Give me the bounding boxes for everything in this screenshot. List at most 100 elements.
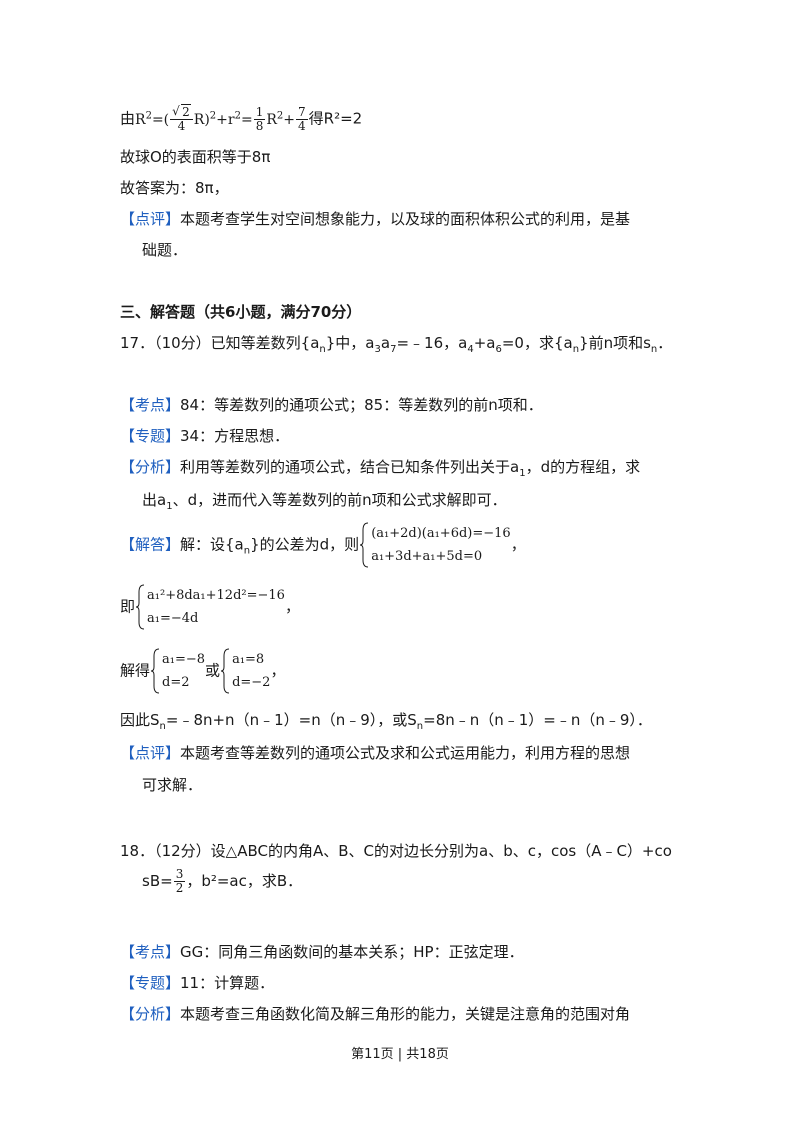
yinci-c: =8n﹣n（n﹣1）=﹣n（n﹣9）． [423,711,652,729]
eq: = [240,111,253,128]
equation-system-2: a₁²+8da₁+12d²=−16 a₁=−4d [135,584,285,630]
brace-icon [360,522,369,568]
tag-fenxi: 【分析】 [120,458,181,476]
eq-paren: =( [151,111,170,128]
text-ji: 即 [120,597,136,616]
yinci-line: 因此Sn=﹣8n+n（n﹣1）=n（n﹣9），或Sn=8n﹣n（n﹣1）=﹣n（… [120,711,652,732]
ji-line: 即 a₁²+8da₁+12d²=−16 a₁=−4d ， [120,584,300,630]
fenxi-cont-a: 出a [142,491,167,509]
fenxi-text: 利用等差数列的通项公式，结合已知条件列出关于a [180,458,520,476]
text-answer: 故答案为：8π， [120,179,229,197]
text-surface-area: 故球O的表面积等于8π [120,148,271,166]
q18-b: sB= [142,872,173,890]
plus-r: +r [216,111,235,128]
zhuanti-text: 34：方程思想． [180,427,290,445]
R-symbol: R [135,111,146,128]
sys2-row2: a₁=−4d [147,611,199,626]
dianping-text: 本题考查等差数列的通项公式及求和公式运用能力，利用方程的思想 [180,744,631,762]
question-18: 18．（12分）设△ABC的内角A、B、C的对边长分别为a、b、c，cos（A﹣… [120,842,672,860]
q17-part: 17．（10分）已知等差数列{a [120,334,320,352]
q18-c: ，b²=ac，求B． [186,872,303,890]
zhuanti-17: 【专题】34：方程思想． [120,424,289,448]
den-2: 2 [175,881,184,895]
fenxi-text-b: ，d的方程组，求 [525,458,641,476]
num-1: 1 [253,104,266,120]
brace-icon [135,584,145,630]
kaodian-text: 84：等差数列的通项公式；85：等差数列的前n项和． [180,396,543,414]
text-you: 由 [120,109,136,128]
R-symbol-2: R [266,111,277,128]
text-result: 得R²=2 [308,109,363,128]
q17-part: +a [473,334,496,352]
sys1-row2: a₁+3d+a₁+5d=0 [371,549,483,564]
text-jiede: 解得 [120,661,151,680]
comment-line: 【点评】本题考查学生对空间想象能力，以及球的面积体积公式的利用，是基 [120,207,630,231]
dianping-17: 【点评】本题考查等差数列的通项公式及求和公式运用能力，利用方程的思想 [120,741,630,765]
jieda-text-b: }的公差为d，则 [250,535,360,554]
tag-fenxi-18: 【分析】 [120,1005,181,1023]
page-footer: 第11页 | 共18页 [351,1047,449,1062]
sys1-row1: (a₁+2d)(a₁+6d)=−16 [371,526,511,541]
den-4: 4 [177,118,186,133]
zhuanti-18: 【专题】11：计算题． [120,971,274,995]
jieda-text: 解：设{a [180,535,244,554]
zhuanti-18-text: 11：计算题． [180,974,275,992]
fenxi-18-text: 本题考查三角函数化简及解三角形的能力，关键是注意角的范围对角 [180,1005,631,1023]
q17-part: ． [657,334,673,352]
yinci-b: =﹣8n+n（n﹣1）=n（n﹣9），或S [165,711,417,729]
q17-part: a [380,334,391,352]
sys3-row2: d=2 [162,675,190,690]
q17-part: }中，a [325,334,375,352]
fenxi-18: 【分析】本题考查三角函数化简及解三角形的能力，关键是注意角的范围对角 [120,1002,630,1026]
fenxi-17-cont: 出a1、d，进而代入等差数列的前n项和公式求解即可． [142,491,507,512]
comment-cont: 础题． [142,241,188,259]
yinci-a: 因此S [120,711,160,729]
num-7: 7 [296,104,308,120]
comma: ， [510,535,526,554]
sys4-row1: a₁=8 [232,652,265,667]
sqrt-2: 2 [181,103,191,119]
q17-part: =0，求{a [501,334,573,352]
fenxi-17: 【分析】利用等差数列的通项公式，结合已知条件列出关于a1，d的方程组，求 [120,458,641,479]
den-8: 8 [255,118,264,133]
tag-zhuanti: 【专题】 [120,427,181,445]
tag-kaodian: 【考点】 [120,396,181,414]
jiede-line: 解得 a₁=−8 d=2 或 a₁=8 d=−2， [120,648,285,694]
kaodian-17: 【考点】84：等差数列的通项公式；85：等差数列的前n项和． [120,393,543,417]
fenxi-cont-b: 、d，进而代入等差数列的前n项和公式求解即可． [172,491,507,509]
dianping-17-cont: 可求解． [142,776,203,794]
tag-jieda: 【解答】 [120,535,181,554]
plus: + [283,111,296,128]
sys2-row1: a₁²+8da₁+12d²=−16 [147,588,285,603]
q17-part: }前n项和s [579,334,651,352]
text-huo: 或 [205,661,221,680]
tag-kaodian-18: 【考点】 [120,943,181,961]
q17-part: =﹣16，a [396,334,468,352]
den-4b: 4 [298,118,306,133]
equation-system-1: (a₁+2d)(a₁+6d)=−16 a₁+3d+a₁+5d=0 [359,522,511,568]
comma: ， [270,661,286,680]
question-17: 17．（10分）已知等差数列{an}中，a3a7=﹣16，a4+a6=0，求{a… [120,334,673,355]
section-title: 三、解答题（共6小题，满分70分） [120,303,362,321]
kaodian-18-text: GG：同角三角函数间的基本关系；HP：正弦定理． [180,943,524,961]
brace-icon [150,648,160,694]
tag-dianping-17: 【点评】 [120,744,181,762]
brace-icon [221,648,230,694]
num-3: 3 [173,867,186,882]
equation-system-3: a₁=−8 d=2 [150,648,205,694]
sys3-row1: a₁=−8 [162,652,206,667]
R-paren: R) [193,111,210,128]
comment-text: 本题考查学生对空间想象能力，以及球的面积体积公式的利用，是基 [180,210,631,228]
tag-dianping: 【点评】 [120,210,181,228]
kaodian-18: 【考点】GG：同角三角函数间的基本关系；HP：正弦定理． [120,940,524,964]
tag-zhuanti-18: 【专题】 [120,974,181,992]
sys4-row2: d=−2 [232,675,271,690]
comma: ， [284,597,300,616]
